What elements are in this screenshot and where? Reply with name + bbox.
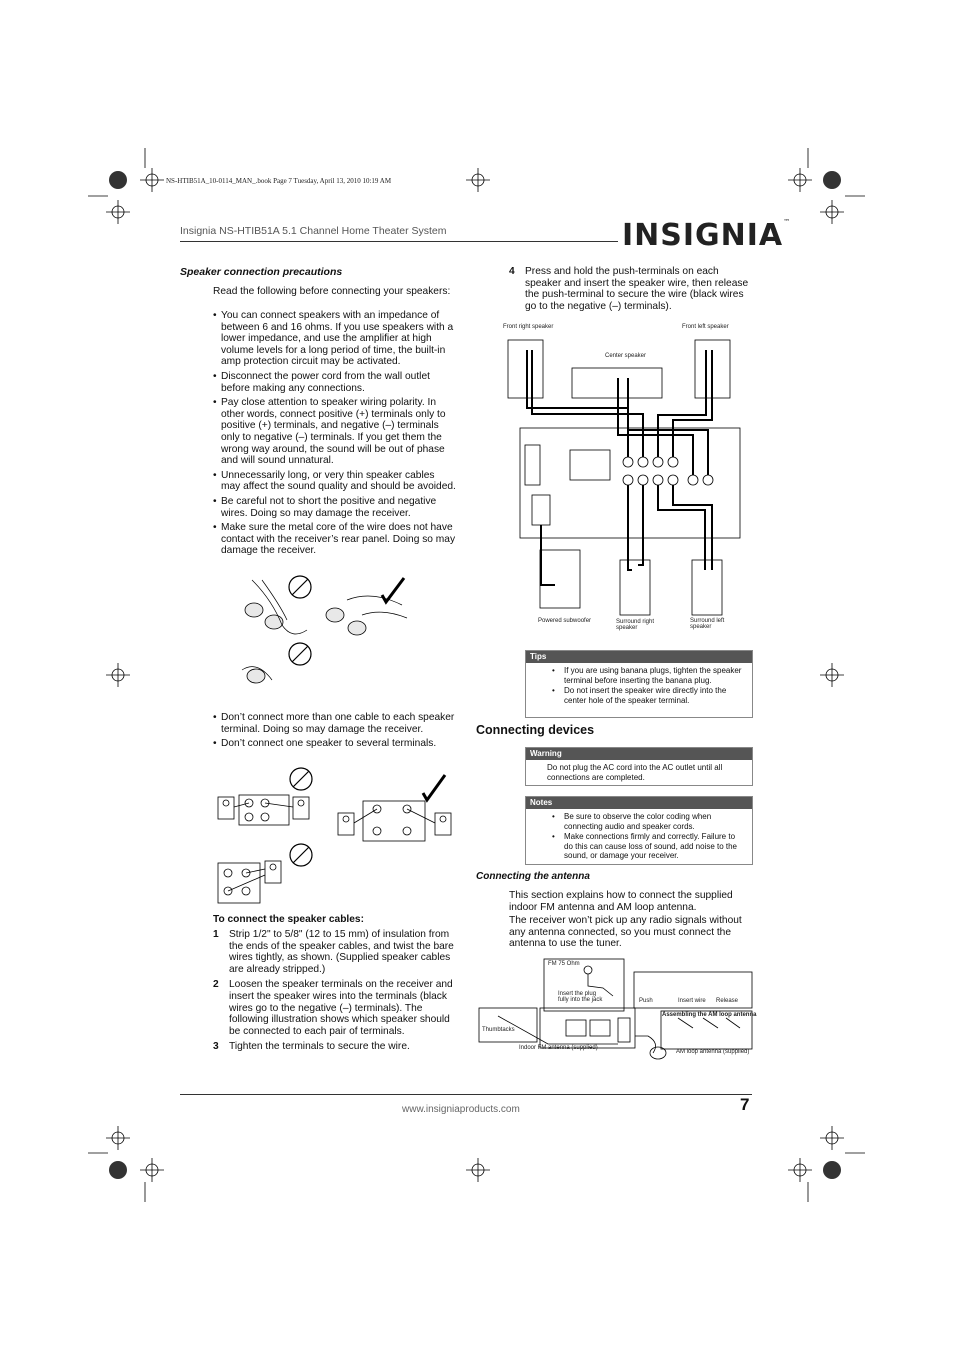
insignia-logo: INSIGNIA™: [622, 218, 792, 253]
antenna-paragraph-1: This section explains how to connect the…: [509, 890, 733, 913]
push-label: Push: [639, 998, 653, 1004]
precautions-list: You can connect speakers with an impedan…: [213, 310, 456, 560]
thumbtacks-label: Thumbtacks: [482, 1027, 515, 1033]
terminal-wiring-illustration: [241, 575, 408, 684]
list-item: You can connect speakers with an impedan…: [213, 310, 456, 368]
insert-plug-label: Insert the plug fully into the jack: [558, 991, 603, 1003]
tips-list: If you are using banana plugs, tighten t…: [546, 666, 746, 705]
list-item: Make connections firmly and correctly. F…: [546, 832, 746, 861]
notes-list: Be sure to observe the color coding when…: [546, 812, 746, 861]
antenna-heading: Connecting the antenna: [476, 871, 590, 882]
list-item: Be sure to observe the color coding when…: [546, 812, 746, 831]
tips-label: Tips: [526, 651, 752, 663]
list-item: Don’t connect one speaker to several ter…: [213, 738, 456, 750]
indoor-fm-label: Indoor FM antenna (supplied): [519, 1045, 598, 1051]
center-label: Center speaker: [605, 353, 647, 359]
header-rule: [180, 241, 618, 242]
book-info-line: NS-HTIB51A_10-0114_MAN_.book Page 7 Tues…: [166, 177, 392, 185]
warning-text: Do not plug the AC cord into the AC outl…: [547, 763, 723, 782]
surround-right-label: Surround right speaker: [616, 619, 655, 631]
notes-label: Notes: [526, 797, 752, 809]
front-right-label: Front right speaker: [503, 324, 554, 330]
release-label: Release: [716, 998, 739, 1004]
list-item: Disconnect the power cord from the wall …: [213, 371, 456, 394]
list-item: Don’t connect more than one cable to eac…: [213, 712, 456, 735]
list-item: If you are using banana plugs, tighten t…: [546, 666, 746, 685]
list-item: Make sure the metal core of the wire doe…: [213, 522, 456, 557]
list-item: Pay close attention to speaker wiring po…: [213, 397, 456, 467]
assembling-label: Assembling the AM loop antenna: [662, 1012, 757, 1018]
subwoofer-label: Powered subwoofer: [538, 618, 592, 624]
precautions-intro: Read the following before connecting you…: [213, 286, 451, 297]
footer-rule: [180, 1094, 752, 1095]
footer-url: www.insigniaproducts.com: [402, 1104, 520, 1115]
front-left-label: Front left speaker: [682, 324, 729, 330]
precautions-heading: Speaker connection precautions: [180, 266, 343, 278]
speaker-wiring-diagram: [507, 339, 741, 616]
fm75-label: FM 75 Ohm: [548, 961, 580, 967]
antenna-connection-diagram: [478, 958, 753, 1060]
list-item: Do not insert the speaker wire directly …: [546, 686, 746, 705]
tips-box: Tips If you are using banana plugs, tigh…: [525, 650, 753, 718]
list-item: Unnecessarily long, or very thin speaker…: [213, 470, 456, 493]
page-number: 7: [740, 1095, 750, 1114]
am-loop-label: AM loop antenna (supplied): [676, 1049, 750, 1055]
warning-label: Warning: [526, 748, 752, 760]
warning-box: Warning Do not plug the AC cord into the…: [525, 747, 753, 786]
connection-warnings-list: Don’t connect more than one cable to eac…: [213, 712, 456, 753]
surround-left-label: Surround left speaker: [690, 618, 725, 630]
header-title: Insignia NS-HTIB51A 5.1 Channel Home The…: [180, 225, 447, 237]
steps-heading: To connect the speaker cables:: [213, 914, 364, 925]
connecting-devices-heading: Connecting devices: [476, 723, 595, 737]
antenna-paragraph-2: The receiver won’t pick up any radio sig…: [509, 915, 742, 950]
multi-terminal-illustration: [217, 767, 452, 904]
notes-box: Notes Be sure to observe the color codin…: [525, 796, 753, 865]
list-item: Be careful not to short the positive and…: [213, 496, 456, 519]
insert-wire-label: Insert wire: [678, 998, 706, 1004]
